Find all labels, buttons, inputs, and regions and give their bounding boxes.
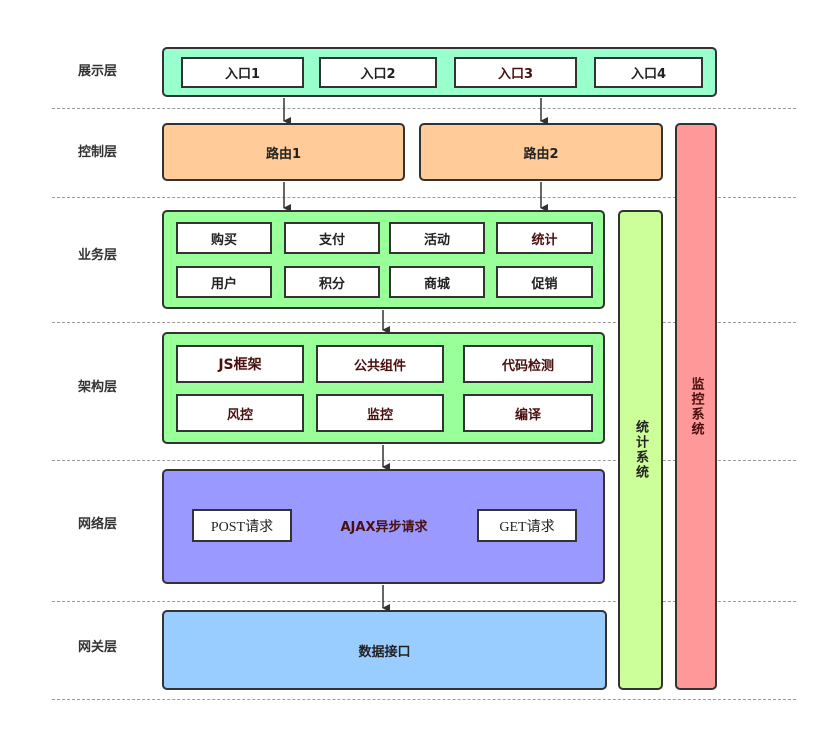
- business-item-label: 活动: [423, 232, 450, 248]
- architecture-item-label: 代码检测: [501, 358, 554, 374]
- architecture-item: 监控: [316, 394, 444, 432]
- business-item-label: 商城: [423, 276, 450, 292]
- architecture-item: 公共组件: [316, 345, 444, 383]
- architecture-item: 代码检测: [463, 345, 593, 383]
- entry-box: 入口3: [454, 57, 577, 88]
- business-item-label: 统计: [531, 232, 558, 248]
- divider: [52, 322, 796, 323]
- data-interface-label: 数据接口: [358, 644, 411, 660]
- business-layer-band: 购买 支付 活动 统计 用户 积分 商城 促销: [162, 210, 605, 309]
- route-label: 路由2: [523, 146, 559, 162]
- architecture-item: 风控: [176, 394, 304, 432]
- business-item: 支付: [284, 222, 380, 254]
- post-request-label: POST请求: [210, 519, 274, 535]
- architecture-item: JS框架: [176, 345, 304, 383]
- entry-label: 入口4: [630, 67, 667, 82]
- architecture-item-label: 公共组件: [353, 358, 406, 374]
- business-item-label: 购买: [210, 232, 237, 248]
- business-item-label: 支付: [318, 232, 345, 248]
- architecture-layer-band: JS框架 公共组件 代码检测 风控 监控 编译: [162, 332, 605, 444]
- divider: [52, 460, 796, 461]
- get-request-label: GET请求: [499, 519, 555, 535]
- get-request-box: GET请求: [477, 509, 577, 542]
- business-item: 促销: [496, 266, 593, 298]
- business-item-label: 促销: [531, 276, 558, 292]
- stats-system-label: 统计系统: [633, 420, 648, 480]
- architecture-item-label: 编译: [514, 407, 541, 423]
- architecture-item-label: JS框架: [218, 357, 262, 373]
- monitor-system-label: 监控系统: [688, 376, 704, 437]
- entry-box: 入口4: [594, 57, 703, 88]
- layer-label-gateway: 网关层: [78, 640, 118, 655]
- entry-box: 入口2: [319, 57, 437, 88]
- divider: [52, 197, 796, 198]
- post-request-box: POST请求: [192, 509, 292, 542]
- business-item: 活动: [389, 222, 485, 254]
- entry-label: 入口1: [224, 67, 261, 82]
- business-item: 购买: [176, 222, 272, 254]
- divider: [52, 699, 796, 700]
- display-layer-band: 入口1 入口2 入口3 入口4: [162, 47, 717, 97]
- business-item: 统计: [496, 222, 593, 254]
- architecture-item-label: 风控: [226, 407, 253, 423]
- divider: [52, 601, 796, 602]
- divider: [52, 108, 796, 109]
- business-item-label: 用户: [210, 276, 237, 292]
- layer-label-display: 展示层: [78, 64, 118, 79]
- ajax-label: AJAX异步请求: [340, 520, 428, 535]
- entry-box: 入口1: [181, 57, 304, 88]
- business-item-label: 积分: [318, 276, 345, 292]
- layer-label-network: 网络层: [78, 517, 118, 532]
- monitor-system-box: 监控系统: [675, 123, 717, 690]
- data-interface-box: 数据接口: [162, 610, 607, 690]
- architecture-item-label: 监控: [366, 407, 393, 423]
- business-item: 积分: [284, 266, 380, 298]
- network-layer-band: POST请求 AJAX异步请求 GET请求: [162, 469, 605, 584]
- entry-label: 入口3: [497, 67, 534, 82]
- route-label: 路由1: [265, 146, 302, 162]
- stats-system-box: 统计系统: [618, 210, 663, 690]
- business-item: 商城: [389, 266, 485, 298]
- layer-label-business: 业务层: [78, 248, 118, 263]
- architecture-item: 编译: [463, 394, 593, 432]
- entry-label: 入口2: [360, 67, 396, 82]
- layer-label-architecture: 架构层: [78, 380, 118, 395]
- business-item: 用户: [176, 266, 272, 298]
- layer-label-control: 控制层: [78, 145, 118, 160]
